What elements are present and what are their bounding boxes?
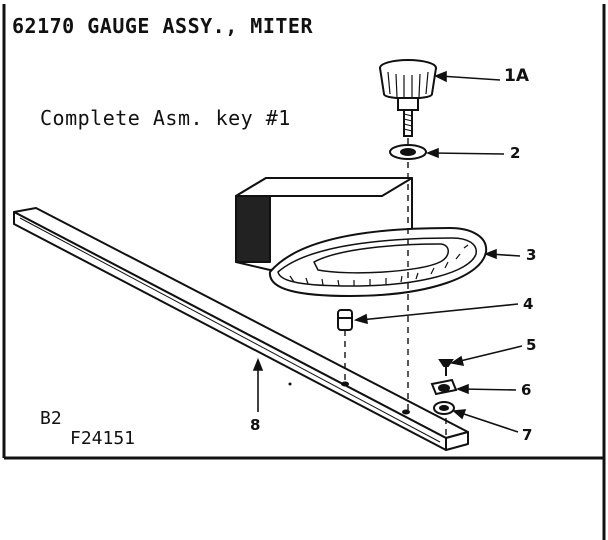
callout-2: 2 — [510, 144, 521, 162]
miter-gauge-body — [235, 177, 488, 297]
callout-4: 4 — [523, 295, 534, 313]
callout-7: 7 — [522, 426, 533, 444]
figure-number: F24151 — [70, 428, 136, 449]
assembly-lines — [344, 138, 447, 438]
callout-6: 6 — [521, 381, 532, 399]
callout-5: 5 — [526, 336, 537, 354]
bar-holes — [288, 381, 410, 415]
clip — [430, 378, 458, 396]
knob — [379, 59, 437, 137]
small-washer — [433, 401, 455, 415]
page-title: 62170 GAUGE ASSY., MITER — [12, 14, 313, 38]
sheet-code: B2 — [40, 408, 62, 429]
screw — [438, 359, 454, 376]
guide-bar — [13, 207, 469, 451]
leader-arrows — [252, 70, 523, 433]
callout-1a: 1A — [504, 66, 529, 86]
assembly-note: Complete Asm. key #1 — [40, 106, 291, 130]
callout-3: 3 — [526, 246, 537, 264]
callout-8: 8 — [250, 416, 261, 434]
washer — [389, 144, 427, 160]
stop-pin — [337, 309, 353, 331]
frame-border — [2, 4, 606, 540]
